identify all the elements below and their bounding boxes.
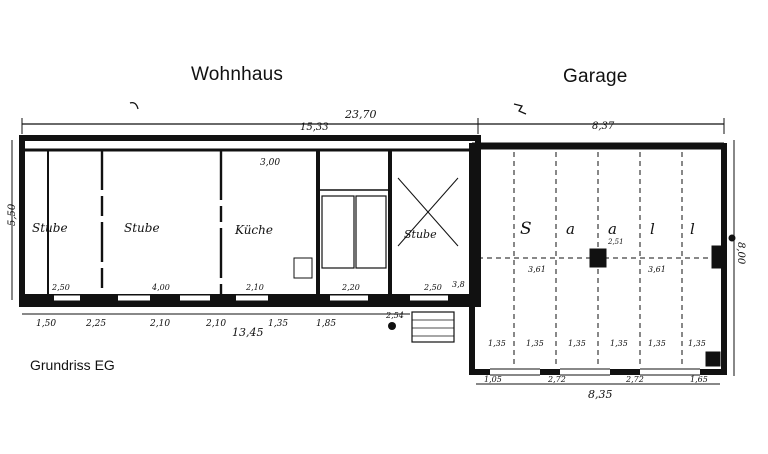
dim-seg-3: 2,10 — [149, 319, 170, 329]
stair-left — [321, 195, 355, 269]
dim-seg-2: 2,25 — [85, 319, 106, 329]
dim-top-total: 23,70 — [344, 108, 377, 121]
house-title: Wohnhaus — [191, 64, 284, 85]
saal-letter-5: l — [690, 220, 695, 238]
dim-window-5: 2,50 — [423, 283, 442, 292]
entrance-steps — [411, 311, 455, 343]
dim-seg-6: 1,85 — [316, 319, 336, 329]
garage-mid-2: 3,61 — [648, 265, 666, 274]
garage-span-4: 1,35 — [610, 339, 628, 348]
room-stube-2: Stube — [124, 221, 160, 235]
dim-top-room: 3,00 — [260, 158, 280, 168]
house-outline — [19, 135, 481, 307]
dim-bottom-garage: 8,35 — [588, 388, 613, 401]
entrance-marker — [388, 322, 396, 330]
room-stube-1: Stube — [32, 221, 68, 235]
garage-column — [589, 248, 607, 268]
garage-span-6: 1,35 — [688, 339, 706, 348]
room-kueche: Küche — [234, 223, 273, 237]
dim-window-2: 4,00 — [151, 283, 170, 292]
garage-span-3: 1,35 — [568, 339, 586, 348]
garage-span-2: 1,35 — [526, 339, 544, 348]
dim-left-side: 5,50 — [7, 203, 18, 226]
dim-window-1: 2,50 — [51, 283, 70, 292]
dim-garage-seg-1: 1,05 — [484, 375, 502, 384]
dim-window-4: 2,20 — [341, 283, 360, 292]
saal-letter-1: S — [520, 219, 532, 239]
dim-bottom-house: 13,45 — [232, 326, 264, 339]
saal-letter-2: a — [566, 220, 575, 238]
dim-window-3: 2,10 — [245, 283, 264, 292]
stair-dim-1: 2,54 — [385, 311, 404, 320]
dim-right-side: 8,00 — [735, 242, 746, 265]
garage-title: Garage — [563, 66, 628, 87]
dim-garage-seg-2: 2,72 — [547, 375, 566, 384]
saal-letter-4: l — [650, 220, 655, 238]
dim-seg-1: 1,50 — [36, 319, 56, 329]
room-stube-3: Stube — [404, 228, 437, 241]
stair-dim-2: 2,51 — [607, 238, 624, 246]
dim-garage-seg-4: 1,65 — [690, 375, 708, 384]
dim-top-garage: 8,37 — [592, 121, 615, 132]
saal-letter-3: a — [608, 220, 617, 238]
dim-top-left: 15,33 — [300, 122, 329, 133]
floor-plan-caption: Grundriss EG — [30, 357, 115, 373]
garage-mid-1: 3,61 — [528, 265, 546, 274]
dim-seg-5: 1,35 — [268, 319, 288, 329]
side-dim: 3,8 — [452, 280, 465, 289]
garage-span-5: 1,35 — [648, 339, 666, 348]
dim-garage-seg-3: 2,72 — [625, 375, 644, 384]
stair-right — [355, 195, 387, 269]
garage-span-1: 1,35 — [488, 339, 506, 348]
dim-seg-4: 2,10 — [205, 319, 226, 329]
